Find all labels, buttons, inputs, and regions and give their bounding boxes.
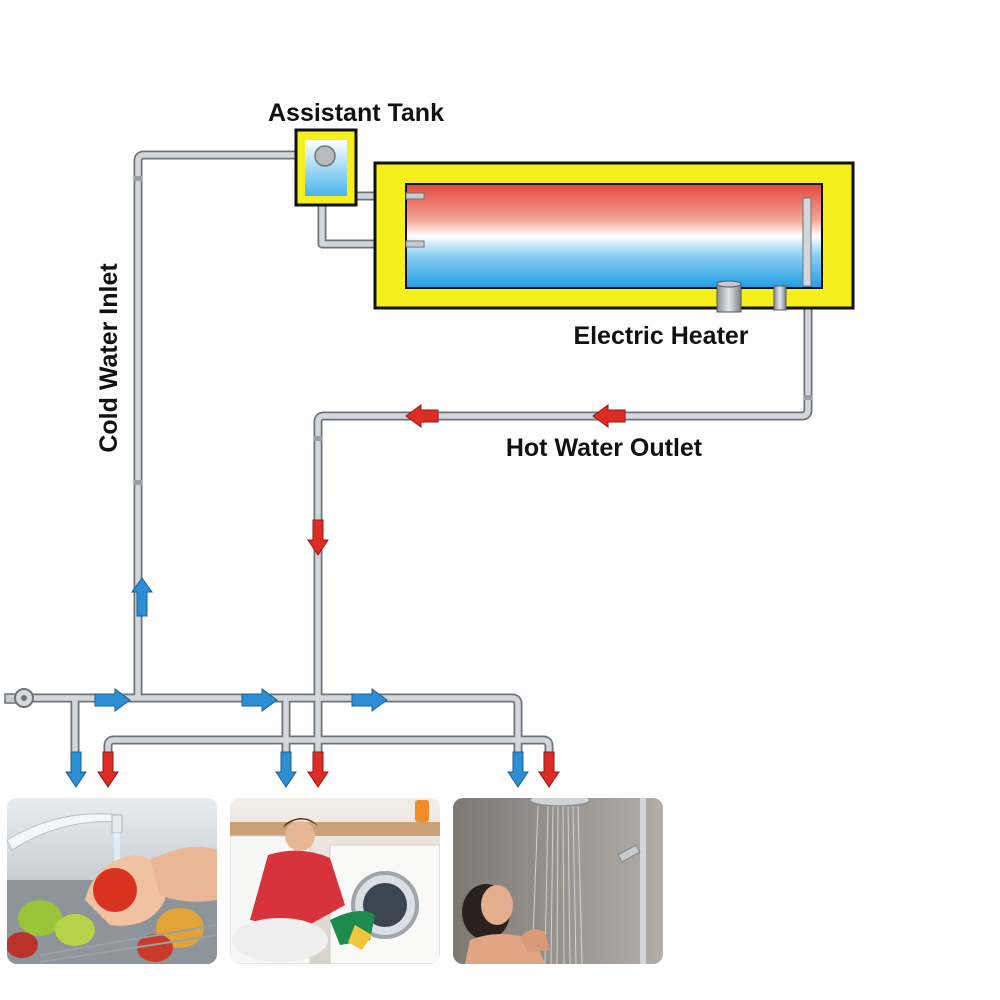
hot-water-outlet-label: Hot Water Outlet [506,434,703,462]
hot-main-pipe [103,735,554,765]
cold-flow-arrow-right [351,688,388,712]
hot-flow-arrow-left [592,404,626,428]
cold-flow-arrow-up [131,577,153,617]
hot-flow-arrow-down [307,519,329,556]
pipe-network [23,150,813,765]
laundry-photo [230,798,440,964]
hot-flow-arrow-down [538,751,560,788]
hot-draw-tube [802,197,812,287]
hot-flow-arrow-left [405,404,439,428]
kitchen-washing-photo [7,798,217,964]
float-ball-icon [314,145,336,167]
electric-heater-icon [716,280,787,313]
main-tank [373,161,855,313]
hot-flow-arrow-down [307,751,329,788]
cold-flow-arrow-down [507,751,529,788]
inlet-valve-icon [4,688,34,708]
cold-inlet-pipe [133,150,303,703]
assistant-tank-label: Assistant Tank [268,99,444,127]
hot-flow-arrow-down [97,751,119,788]
cold-flow-arrow-down [275,751,297,788]
shower-photo [453,798,663,964]
cold-water-inlet-label: Cold Water Inlet [95,263,123,453]
cold-flow-arrow-down [65,751,87,788]
cold-flow-arrow-right [241,688,278,712]
cold-main-pipe [23,693,523,765]
assistant-tank [294,128,358,207]
electric-heater-label: Electric Heater [573,322,748,350]
flow-arrows [65,404,626,788]
cold-flow-arrow-right [94,688,131,712]
